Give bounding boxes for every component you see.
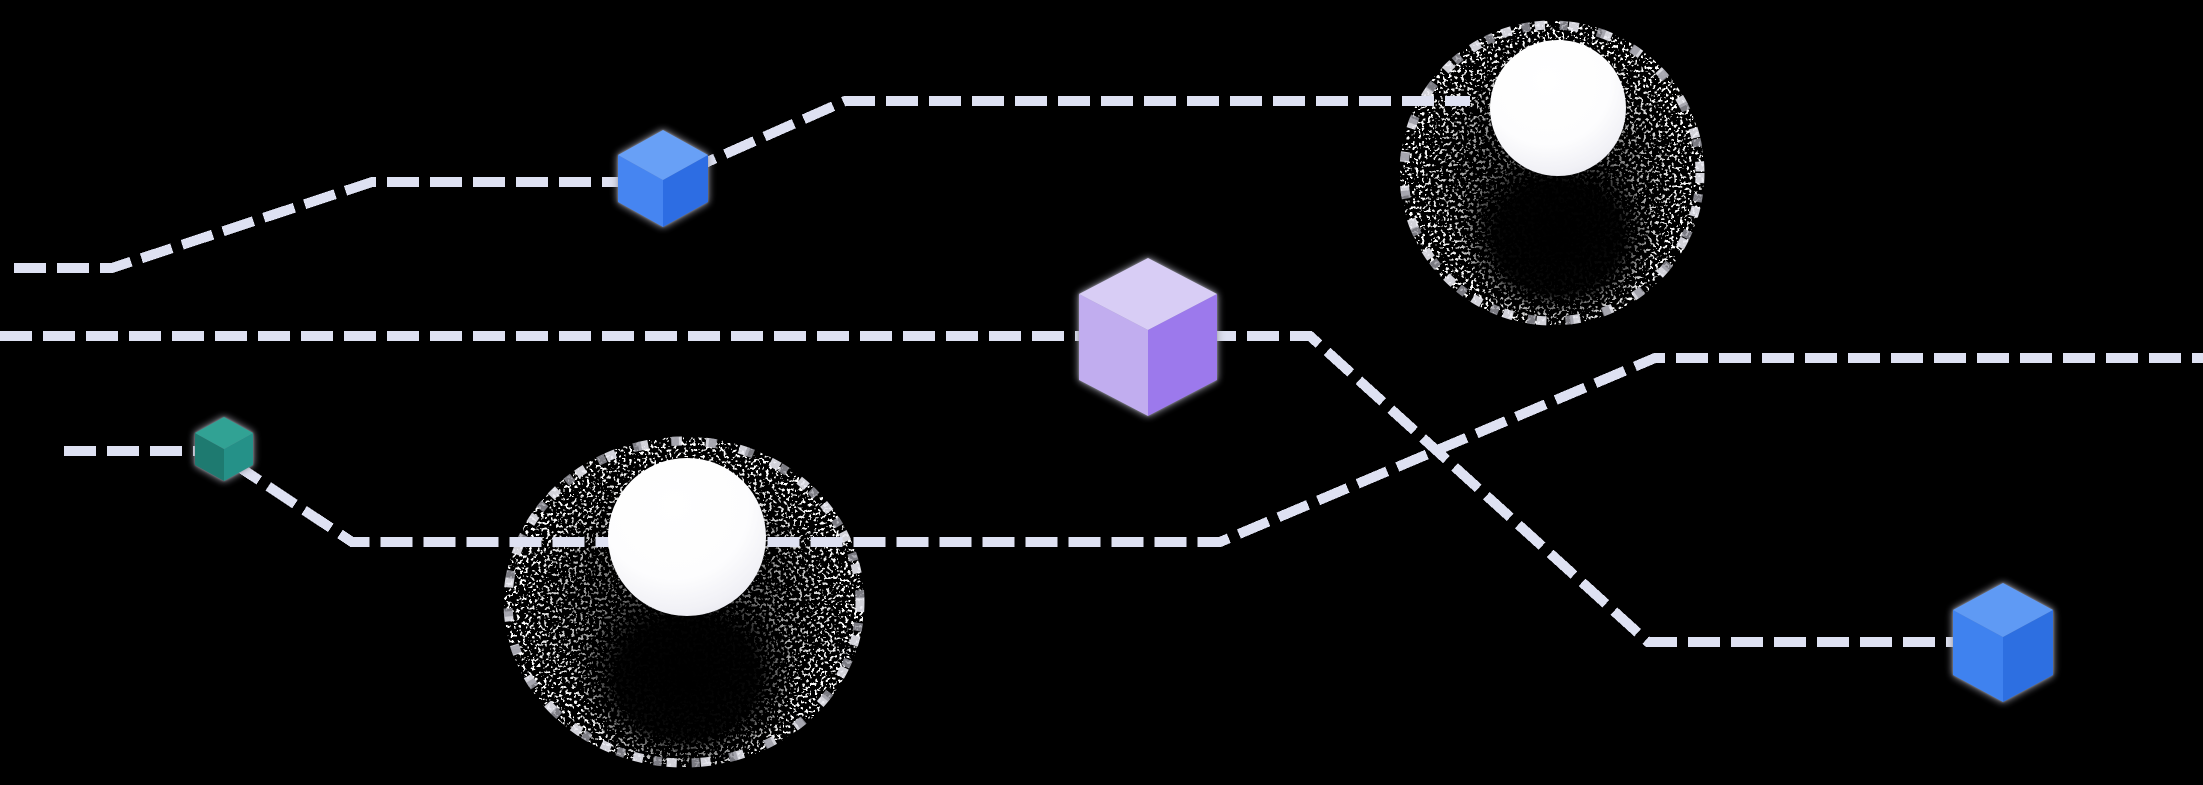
purple-cube-center (1079, 258, 1217, 416)
grain-sphere-bottom-left (608, 458, 766, 616)
sphere-layer (608, 40, 1626, 616)
sphere-shadow-blob (575, 582, 799, 767)
sphere-shadow-blob (1458, 150, 1658, 325)
connector-layer (0, 96, 2203, 647)
connector-top-left-to-top-sphere (14, 96, 1470, 273)
halo-rim-light-blocks (1399, 20, 1705, 326)
cube-left-face (195, 433, 224, 481)
cube-right-face (1148, 294, 1217, 416)
cube-right-face (663, 155, 708, 227)
connector-middle-through-purple-cube (0, 331, 2000, 647)
halo-rim-light-blocks (503, 436, 865, 768)
blue-cube-top-left (618, 130, 708, 227)
connector-teal-cube-to-right-edge (64, 353, 2203, 547)
cube-left-face (1953, 610, 2003, 702)
cube-layer (195, 130, 2053, 702)
blue-cube-bottom-right (1953, 583, 2053, 702)
teal-cube-left (195, 417, 253, 481)
grain-sphere-top-right (1490, 40, 1626, 176)
cube-right-face (2003, 610, 2053, 702)
cube-right-face (224, 433, 253, 481)
cube-left-face (618, 155, 663, 227)
cube-left-face (1079, 294, 1148, 416)
